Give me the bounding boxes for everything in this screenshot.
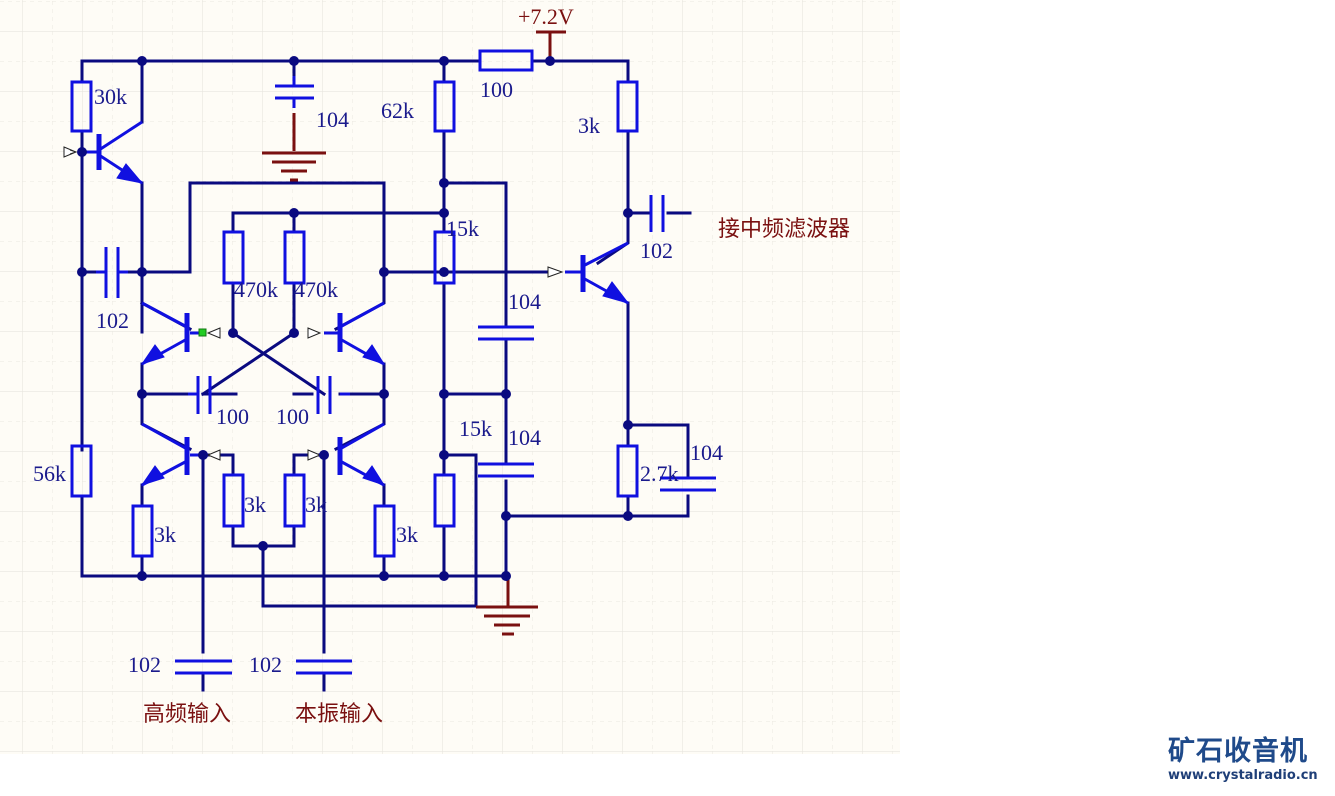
label-102-left: 102 xyxy=(96,308,129,333)
resistor-62k xyxy=(433,80,456,133)
label-3k-collector: 3k xyxy=(578,113,600,138)
label-56k: 56k xyxy=(33,461,66,486)
watermark-url: www.crystalradio.cn xyxy=(1168,768,1318,783)
component-labels: 30k 104 62k 100 3k 15k 102 接中频滤波器 102 47… xyxy=(33,77,850,727)
capacitors xyxy=(96,76,716,675)
transistor-q1 xyxy=(82,120,144,185)
transistor-q2 xyxy=(140,301,190,366)
resistor-470k-a xyxy=(222,230,245,285)
resistor-2-7k xyxy=(616,444,639,498)
label-102-lo: 102 xyxy=(249,652,282,677)
resistors xyxy=(70,49,639,558)
label-100: 100 xyxy=(480,77,513,102)
label-104-top: 104 xyxy=(316,107,349,132)
rf-input-label: 高频输入 xyxy=(143,702,231,727)
resistor-3k-a xyxy=(131,504,154,558)
label-3k-d: 3k xyxy=(396,522,418,547)
label-104-emitter: 104 xyxy=(690,440,723,465)
selection-handle[interactable] xyxy=(198,328,207,337)
watermark-logo: 矿石收音机 www.crystalradio.cn xyxy=(1168,737,1334,785)
label-3k-a: 3k xyxy=(154,522,176,547)
transistor-q5 xyxy=(337,422,386,487)
transistor-q4 xyxy=(140,422,190,487)
resistor-15k-upper xyxy=(433,230,456,285)
transistor-q3 xyxy=(324,301,386,366)
supply-label: +7.2V xyxy=(518,4,574,29)
label-15k-lower: 15k xyxy=(459,416,492,441)
label-102-rf: 102 xyxy=(128,652,161,677)
schematic-sheet: +7.2V xyxy=(0,0,900,754)
resistor-3k-collector xyxy=(616,80,639,133)
label-470k-b: 470k xyxy=(294,277,338,302)
label-104-mid: 104 xyxy=(508,289,541,314)
label-30k: 30k xyxy=(94,84,127,109)
label-100-a: 100 xyxy=(216,404,249,429)
label-104-lower: 104 xyxy=(508,425,541,450)
resistor-56k xyxy=(70,444,93,498)
watermark-title: 矿石收音机 xyxy=(1168,736,1308,767)
label-2-7k: 2.7k xyxy=(640,461,679,486)
resistor-3k-d xyxy=(373,504,396,558)
resistor-3k-c xyxy=(283,473,306,528)
resistor-100 xyxy=(478,49,534,72)
label-3k-b: 3k xyxy=(244,492,266,517)
label-100-b: 100 xyxy=(276,404,309,429)
label-102-out: 102 xyxy=(640,238,673,263)
grid-major xyxy=(0,0,900,754)
transistor-q6 xyxy=(565,241,630,305)
schematic-canvas: +7.2V xyxy=(0,0,900,754)
lo-input-label: 本振输入 xyxy=(295,702,383,727)
resistor-470k-b xyxy=(283,230,306,285)
label-62k: 62k xyxy=(381,98,414,123)
output-note: 接中频滤波器 xyxy=(718,217,850,242)
resistor-3k-b xyxy=(222,473,245,528)
label-3k-c: 3k xyxy=(305,492,327,517)
port-markers xyxy=(63,146,564,461)
junctions xyxy=(77,56,633,581)
transistors xyxy=(82,120,630,487)
resistor-30k xyxy=(70,80,93,133)
label-15k-upper: 15k xyxy=(446,216,479,241)
label-470k-a: 470k xyxy=(234,277,278,302)
resistor-15k-lower xyxy=(433,473,456,528)
